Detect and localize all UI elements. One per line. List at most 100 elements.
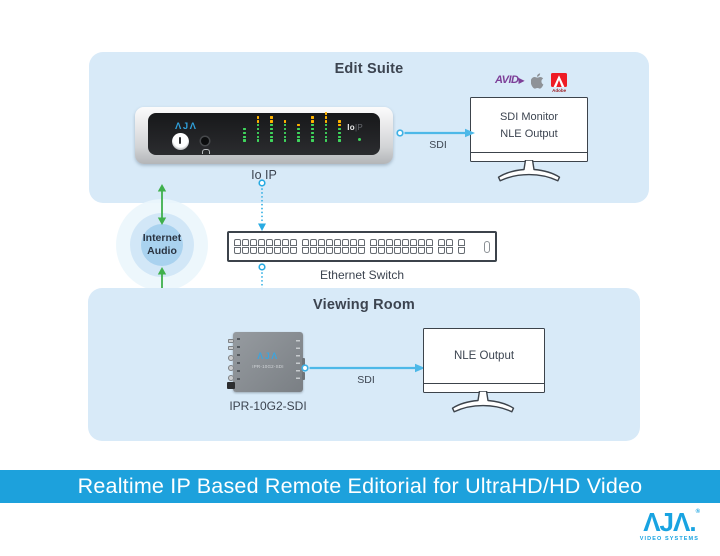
bnc-connector-icon [228,355,234,361]
ethernet-port-icon [426,247,433,254]
ethernet-port-icon [266,239,273,246]
ethernet-port-icon [310,247,317,254]
adobe-logo-icon [551,73,568,87]
ethernet-port-icon [402,239,409,246]
switch-port-group [234,239,297,254]
adobe-caption: Adobe [552,87,567,93]
ethernet-port-icon [326,239,333,246]
edit-suite-title: Edit Suite [334,61,404,77]
switch-port-group [458,239,465,254]
led-column [310,116,314,142]
sdi-arrow-2 [301,363,425,373]
ethernet-port-icon [234,247,241,254]
aja-wordmark: ΛJΛ. [643,507,696,537]
ethernet-port-icon [350,239,357,246]
port-tab-icon [302,358,305,366]
ipr-device-label: IPR-10G2-SDI [229,399,307,413]
led-column [243,127,246,142]
sdi-monitor-line1: SDI Monitor [499,111,559,123]
ethernet-port-icon [418,239,425,246]
green-arrow-top [157,184,167,225]
ethernet-port-icon [418,247,425,254]
apple-logo-icon [531,73,544,89]
banner: Realtime IP Based Remote Editorial for U… [0,470,720,503]
led-column [324,112,328,142]
adobe-logo: Adobe [551,73,568,93]
banner-title: Realtime IP Based Remote Editorial for U… [77,474,643,498]
sdi-arrow-1 [396,128,475,138]
ethernet-port-icon [426,239,433,246]
monitor-bezel [423,383,545,384]
led-meters [243,112,341,142]
internet-audio-label: Internet Audio [127,232,197,258]
ethernet-port-icon [386,239,393,246]
io-ip-front-panel: ΛJΛ Io|P [148,112,380,155]
ethernet-switch-label: Ethernet Switch [319,268,405,282]
ipr-model-text: IPR-10G2-SDI [252,364,284,369]
port-tab-icon [302,372,305,380]
ethernet-port-icon [350,247,357,254]
ethernet-port-icon [446,247,453,254]
partner-logos: AVID▶ Adobe [495,73,568,93]
ethernet-port-icon [274,247,281,254]
ethernet-switch [227,231,497,262]
ethernet-port-icon [458,239,465,246]
io-ip-device: ΛJΛ Io|P [135,107,393,164]
nle-output-screen: NLE Output [423,328,545,393]
ethernet-port-icon [242,247,249,254]
power-bar-icon [179,137,182,144]
aja-logo: ΛJΛ.® [640,507,701,537]
viewing-room-title: Viewing Room [312,297,416,313]
ipr-led-column [237,338,240,386]
headphone-jack-icon [201,137,209,145]
ethernet-port-icon [234,239,241,246]
headphone-icon [202,149,210,154]
ethernet-port-icon [266,247,273,254]
aja-logo: ΛJΛ [175,121,198,132]
ethernet-port-icon [326,247,333,254]
power-button-icon [172,133,189,150]
led-column [256,116,260,142]
ethernet-port-icon [318,239,325,246]
ethernet-port-icon [370,247,377,254]
switch-led-icon [484,240,490,253]
avid-wordmark: AVID [495,74,519,86]
ethernet-port-icon [394,239,401,246]
bnc-connector-icon [228,375,234,381]
monitor-bezel [470,152,588,153]
ethernet-port-icon [410,247,417,254]
avid-logo: AVID▶ [495,73,525,88]
switch-port-group [302,239,365,254]
switch-port-group [438,239,453,254]
bnc-connector-icon [228,346,234,350]
ethernet-port-icon [394,247,401,254]
ethernet-port-icon [358,239,365,246]
io-ip-badge: Io|P [347,123,363,132]
ethernet-port-icon [358,247,365,254]
monitor-stand-icon [497,160,561,182]
registered-mark-icon: ® [695,509,701,515]
internet-audio-inner-circle [141,224,183,266]
ethernet-port-icon [370,239,377,246]
viewing-room-box: Viewing Room [88,288,640,441]
led-column [338,119,341,142]
ethernet-port-icon [386,247,393,254]
monitor-stand-icon [451,391,515,413]
sdi-label-1: SDI [429,139,447,151]
bnc-connector-icon [228,339,234,343]
badge-io: Io [347,123,355,132]
ipr-port-labels [296,340,300,384]
power-connector-icon [227,382,235,389]
ethernet-port-icon [302,239,309,246]
ethernet-port-icon [302,247,309,254]
sdi-label-2: SDI [357,374,375,386]
ethernet-port-icon [242,239,249,246]
ethernet-port-icon [446,239,453,246]
internet-audio-line1: Internet [142,232,182,244]
ethernet-port-icon [334,247,341,254]
nle-output-text: NLE Output [453,349,515,362]
aja-logo: ΛJΛ [257,351,279,361]
ethernet-port-icon [438,239,445,246]
ethernet-port-icon [378,247,385,254]
